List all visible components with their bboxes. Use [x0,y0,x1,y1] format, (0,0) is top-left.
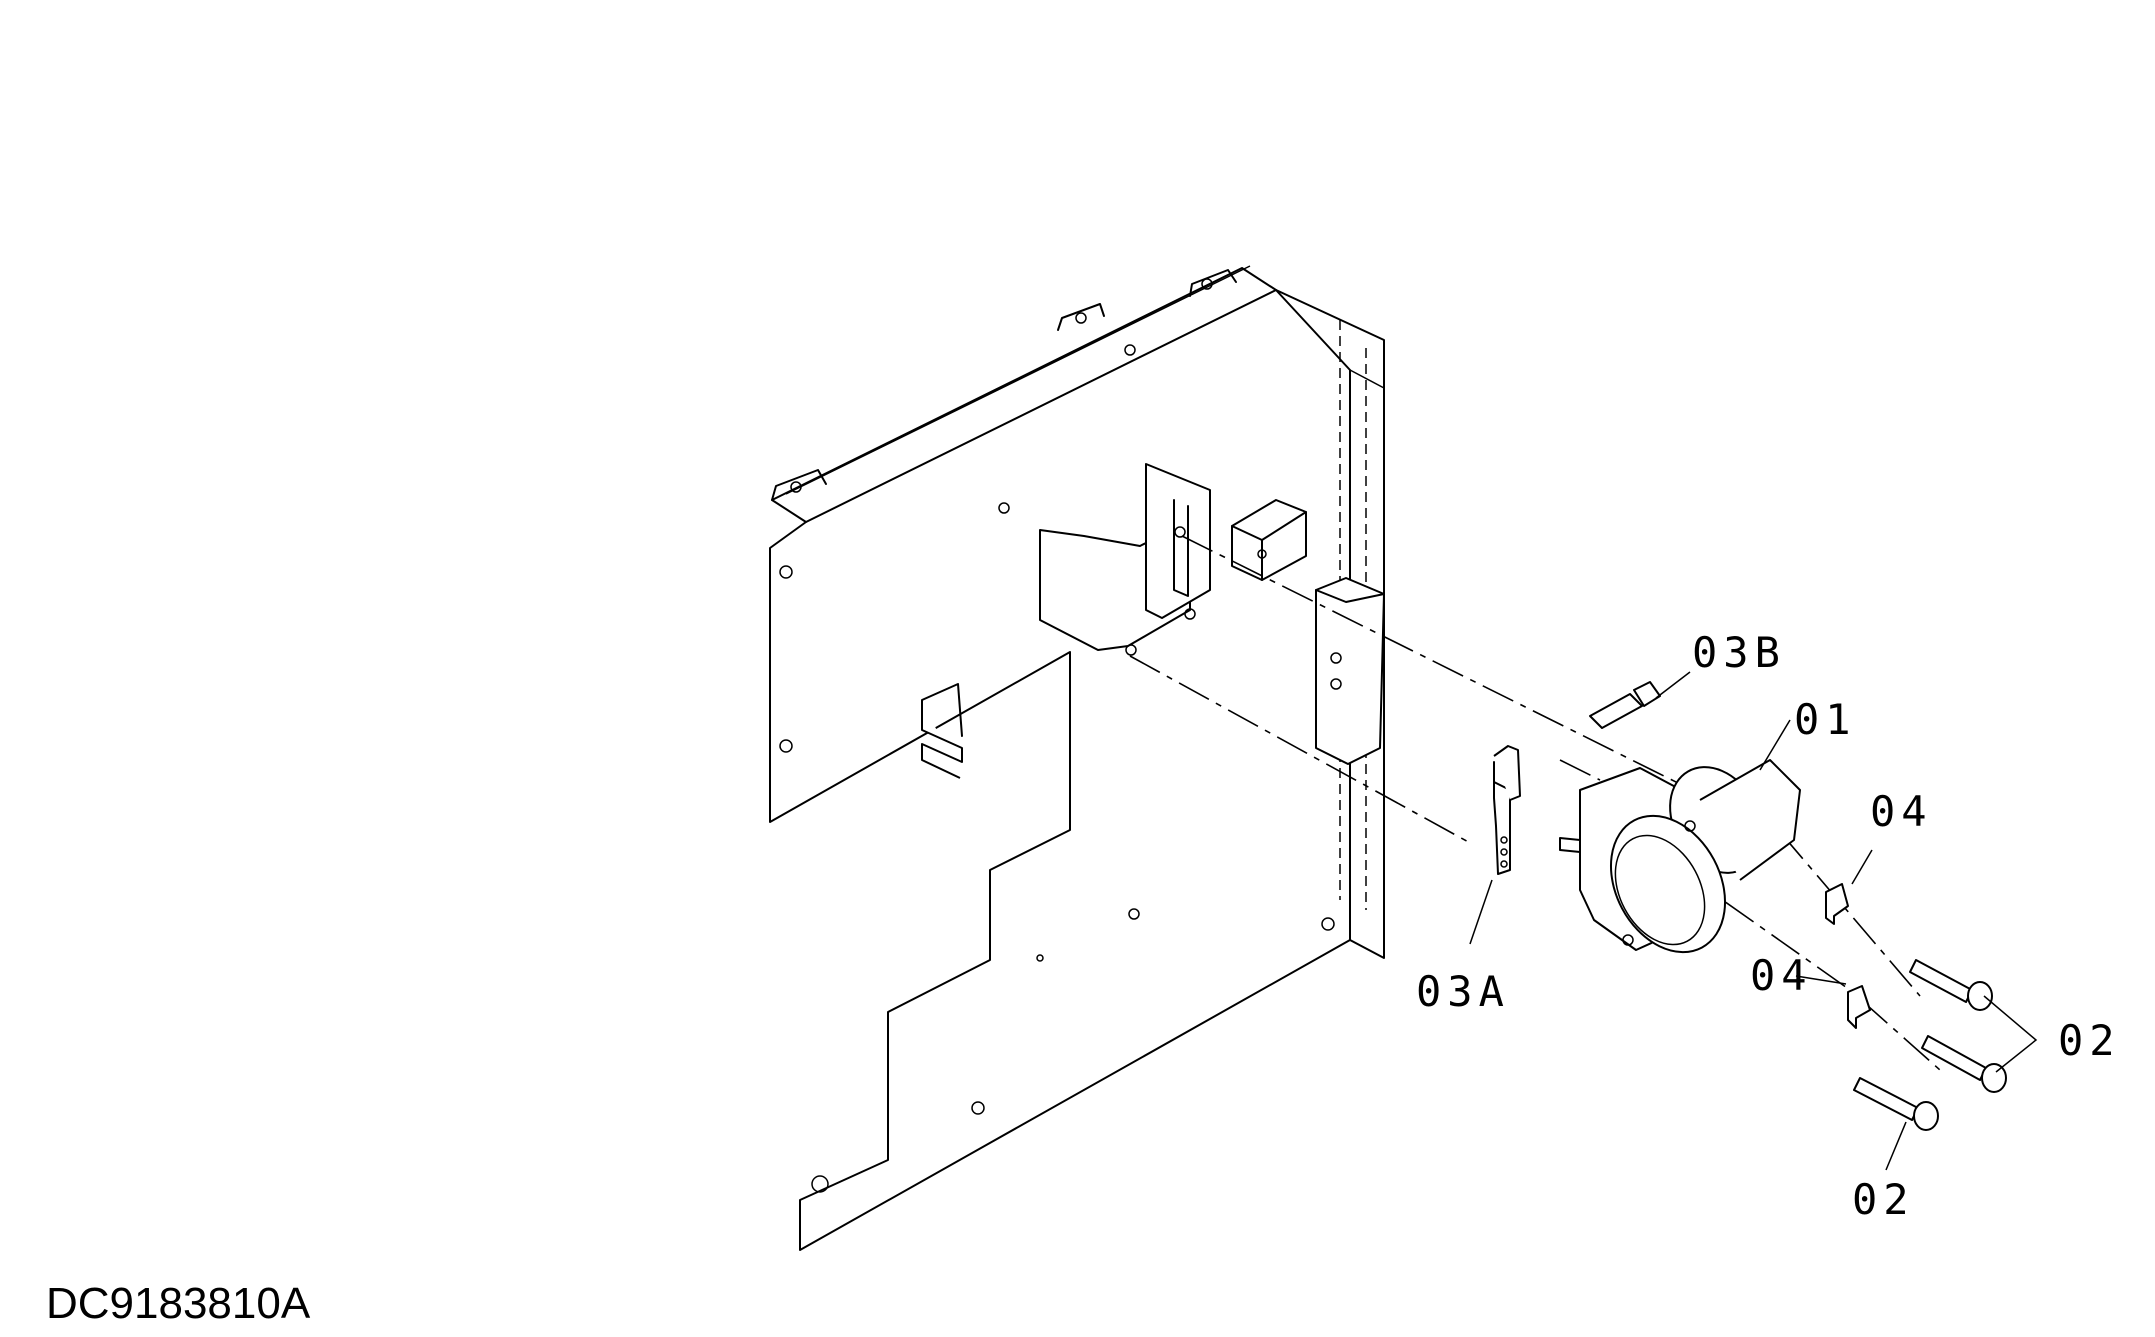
assembly-center-lines [1129,535,1941,1071]
callout-03b: 03B [1692,628,1786,677]
callout-03a: 03A [1416,967,1510,1016]
callout-02-right: 02 [2058,1016,2121,1065]
callout-labels: 03B 01 04 03A 04 02 02 [1416,628,2121,1224]
leader-lines [1469,671,2038,1171]
motor-part-01 [1559,759,1801,954]
clips-part-04 [1825,883,1871,1029]
callout-04-upper: 04 [1870,787,1933,836]
mounting-panel [769,265,1385,1251]
callout-02-bottom: 02 [1852,1175,1915,1224]
clamp-part-03a [1493,745,1521,875]
callout-01: 01 [1794,695,1857,744]
callout-04-lower: 04 [1750,951,1813,1000]
bolts-part-02 [1853,959,2007,1131]
drawing-number: DC9183810A [46,1279,311,1328]
screw-part-03b [1589,681,1661,729]
